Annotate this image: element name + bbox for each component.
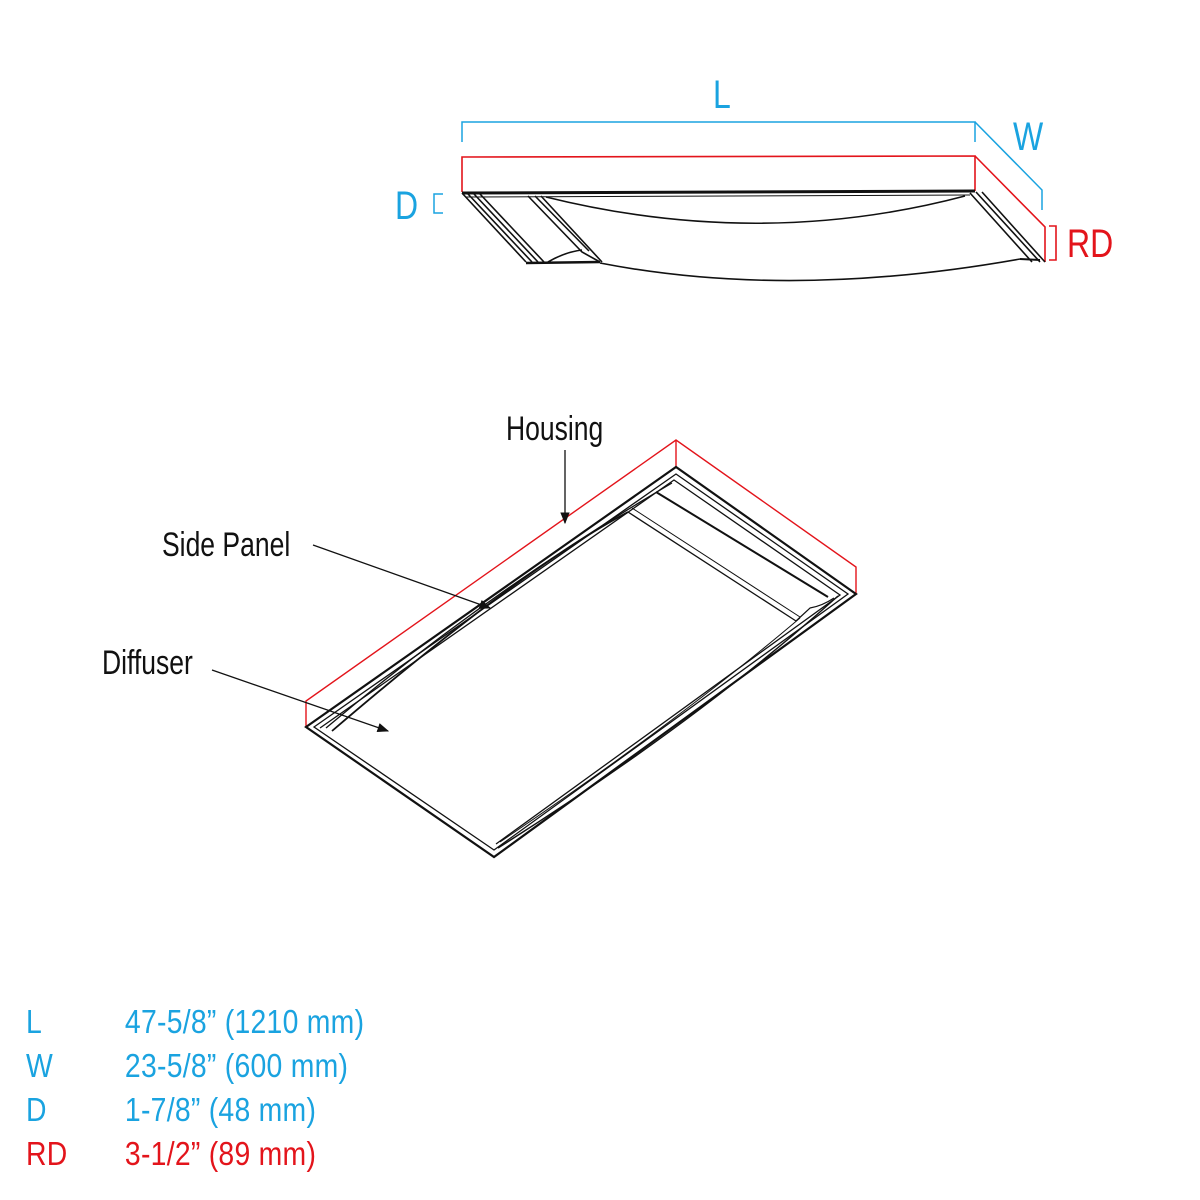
dimension-key: D — [26, 1091, 47, 1128]
dimension-key: L — [26, 1003, 43, 1040]
dimension-value: 23-5/8” (600 mm) — [124, 1047, 349, 1084]
dimension-row-width: W 23-5/8” (600 mm) — [26, 1044, 404, 1088]
fixture-frame-iso — [304, 465, 858, 859]
diffuser-arrow-icon — [211, 669, 390, 732]
top-view-fixture — [433, 121, 1057, 282]
width-label: W — [1013, 114, 1044, 159]
dimension-value: 3-1/2” (89 mm) — [124, 1135, 317, 1172]
recessed-depth-label: RD — [1067, 221, 1113, 266]
dimensions-legend: L 47-5/8” (1210 mm) W 23-5/8” (600 mm) D… — [26, 1000, 466, 1176]
callout-leaders — [211, 450, 570, 732]
depth-label: D — [395, 183, 418, 228]
side-panel-arrow-icon — [312, 544, 492, 609]
length-dimension-line — [433, 121, 1043, 214]
dimension-key: W — [26, 1047, 54, 1084]
dimension-row-length: L 47-5/8” (1210 mm) — [26, 1000, 404, 1044]
housing-outline-top — [461, 155, 1057, 262]
dimension-value: 47-5/8” (1210 mm) — [124, 1003, 365, 1040]
diffuser-callout-label: Diffuser — [102, 644, 193, 682]
dimension-value: 1-7/8” (48 mm) — [124, 1091, 317, 1128]
fixture-body-top — [461, 189, 1046, 282]
length-label: L — [713, 72, 731, 117]
dimension-key: RD — [26, 1135, 68, 1172]
dimension-row-recessed-depth: RD 3-1/2” (89 mm) — [26, 1132, 404, 1176]
housing-outline-iso — [305, 439, 857, 727]
bottom-view-fixture — [211, 439, 858, 859]
side-panel-callout-label: Side Panel — [162, 526, 290, 564]
dimension-row-depth: D 1-7/8” (48 mm) — [26, 1088, 404, 1132]
housing-callout-label: Housing — [506, 410, 603, 448]
